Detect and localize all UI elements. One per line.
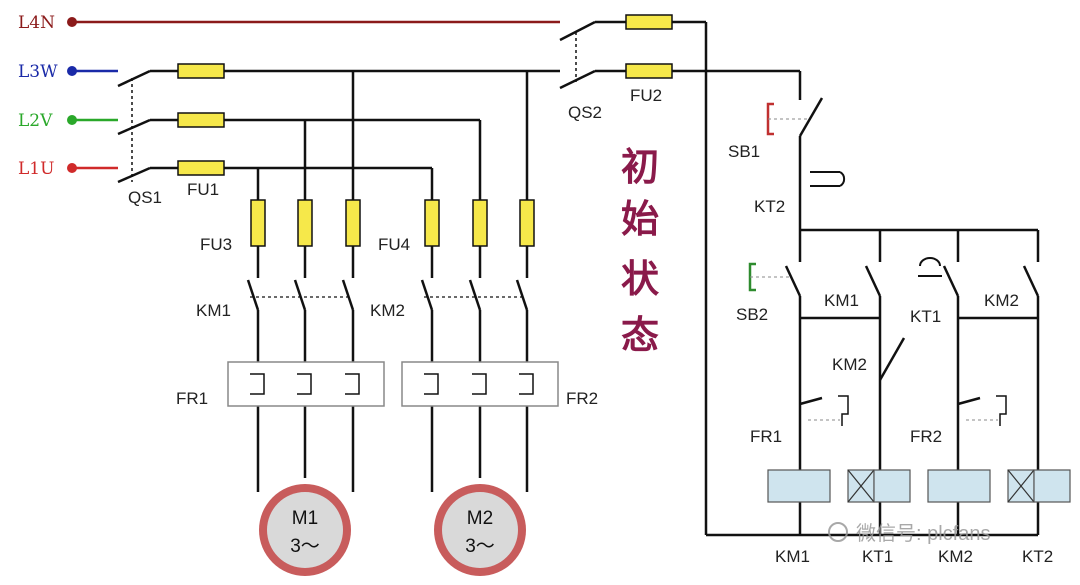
l2-terminal	[67, 115, 77, 125]
fr1-ctrl-label: FR1	[750, 427, 782, 446]
l4-terminal	[67, 17, 77, 27]
title-char-3: 状	[621, 256, 660, 301]
qs1-switch	[117, 69, 151, 184]
kt1-aux-label: KT1	[910, 307, 941, 326]
l3-terminal	[67, 66, 77, 76]
motor-m2: M2 3～	[434, 484, 526, 576]
sb2-button	[748, 262, 792, 292]
fu2-fuses	[625, 14, 673, 79]
km1-aux-label: KM1	[824, 291, 859, 310]
km1-main-label: KM1	[196, 301, 231, 320]
coil-kt2-label: KT2	[1022, 547, 1053, 566]
title-char-2: 始	[621, 196, 659, 241]
l2-label: L2V	[18, 111, 53, 131]
fr-ctrl-symbols	[808, 395, 1007, 426]
terminal-dots	[67, 17, 77, 173]
state-title: 初 始 状 态	[621, 144, 660, 357]
watermark: 微信号: plcfans	[828, 522, 990, 545]
fr1-main-label: FR1	[176, 389, 208, 408]
l4-label: L4N	[18, 13, 55, 33]
kt1-delay-symbol	[918, 257, 942, 277]
fu1-fuses	[177, 63, 225, 176]
motor-m2-name: M2	[467, 508, 493, 529]
motor-m1: M1 3～	[259, 484, 351, 576]
kt2-top-label: KT2	[754, 197, 785, 216]
m2-circuit	[420, 71, 529, 492]
coil-km1	[767, 469, 831, 503]
km2-aux-label: KM2	[984, 291, 1019, 310]
fu4-label: FU4	[378, 235, 410, 254]
coil-kt1	[873, 469, 911, 503]
wechat-icon	[828, 522, 848, 542]
fr1-block	[227, 361, 385, 407]
l1-terminal	[67, 163, 77, 173]
coil-kt2	[1033, 469, 1071, 503]
fr2-main-label: FR2	[566, 389, 598, 408]
qs2-switch	[559, 20, 800, 535]
kt2-nc-delay	[810, 171, 846, 187]
sb1-label: SB1	[728, 142, 760, 161]
fu2-label: FU2	[630, 86, 662, 105]
motor-m1-phase: 3～	[290, 536, 320, 557]
sb1-button	[766, 102, 810, 136]
sb2-label: SB2	[736, 305, 768, 324]
l3-label: L3W	[18, 62, 58, 82]
coil-km2	[927, 469, 991, 503]
km2-main-label: KM2	[370, 301, 405, 320]
title-char-4: 态	[621, 312, 659, 357]
coil-km2-label: KM2	[938, 547, 973, 566]
coil-kt1-label: KT1	[862, 547, 893, 566]
motor-m2-phase: 3～	[465, 536, 495, 557]
coils	[767, 469, 1071, 503]
fu1-label: FU1	[187, 180, 219, 199]
l1-label: L1U	[18, 159, 54, 179]
fu3-label: FU3	[200, 235, 232, 254]
supply-lines	[72, 20, 560, 170]
title-char-1: 初	[621, 144, 659, 189]
km2-interlock-label: KM2	[832, 355, 867, 374]
motor-m2-face	[442, 492, 518, 568]
qs2-label: QS2	[568, 103, 602, 122]
watermark-text: 微信号: plcfans	[856, 522, 990, 545]
fr2-ctrl-label: FR2	[910, 427, 942, 446]
fu3-fuses	[250, 199, 361, 247]
motor-m1-name: M1	[292, 508, 318, 529]
control-circuit	[706, 71, 1040, 537]
m1-circuit	[246, 71, 355, 492]
coil-km1-label: KM1	[775, 547, 810, 566]
fu4-fuses	[424, 199, 535, 247]
motor-m1-face	[267, 492, 343, 568]
fr2-block	[401, 361, 559, 407]
qs1-label: QS1	[128, 188, 162, 207]
